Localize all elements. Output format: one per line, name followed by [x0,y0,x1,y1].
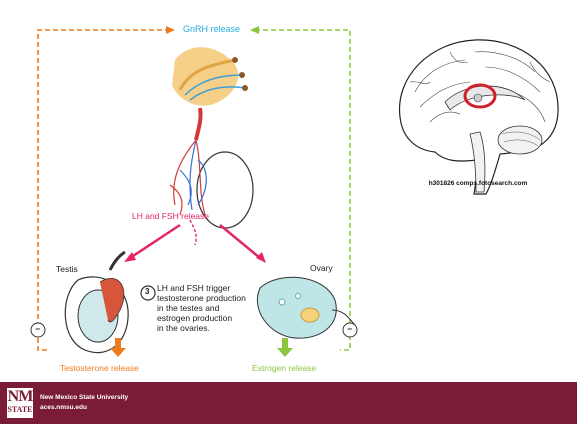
lh-fsh-arrow-testis [130,225,180,258]
university-url[interactable]: aces.nmsu.edu [40,403,128,413]
lh-fsh-label: LH and FSH release [132,211,209,221]
step-line: testosterone production [157,293,246,303]
step-line: estrogen production [157,313,246,323]
step-number: 3 [145,287,149,296]
ovary-illustration [257,277,355,338]
testosterone-release-label: Testosterone release [60,363,139,373]
ovary-label: Ovary [310,263,333,273]
lh-fsh-arrow-ovary [220,225,260,258]
logo-state: STATE [7,406,33,414]
step-line: LH and FSH trigger [157,283,246,293]
inhibit-male-symbol: − [35,324,40,334]
image-credit: h301826 comps.fotosearch.com [398,180,558,187]
footer-text: New Mexico State University aces.nmsu.ed… [40,393,128,413]
inhibit-female-symbol: − [347,324,352,334]
nmsu-logo: NM STATE [7,388,33,418]
logo-nm: NM [7,389,33,405]
estrogen-arrow [277,348,293,357]
university-name: New Mexico State University [40,393,128,403]
footer-bar: NM STATE New Mexico State University ace… [0,382,577,424]
pituitary-stalk [196,108,201,140]
gnrh-label: GnRH release [183,24,240,34]
step-line: in the ovaries. [157,323,246,333]
step-line: in the testes and [157,303,246,313]
testosterone-arrow [110,348,126,357]
step-description: LH and FSH trigger testosterone producti… [157,283,246,333]
testis-label: Testis [56,264,78,274]
brain-sagittal-illustration [390,22,566,200]
estrogen-release-label: Estrogen release [252,363,316,373]
